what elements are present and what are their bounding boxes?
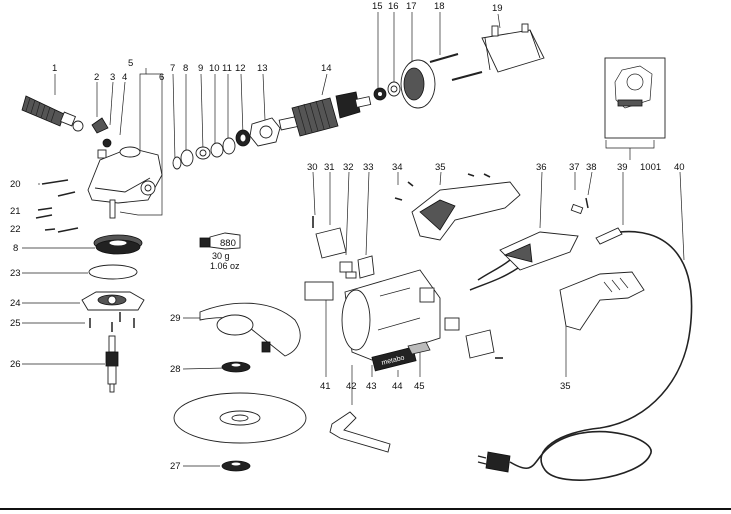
label-13: 13	[257, 63, 268, 74]
label-3: 3	[110, 72, 115, 83]
footer-rule	[0, 508, 731, 510]
label-4: 4	[122, 72, 127, 83]
stator-part-19	[481, 23, 545, 73]
label-41: 41	[320, 381, 331, 392]
switch-assembly-part-36	[469, 231, 579, 291]
label-39: 39	[617, 162, 628, 173]
switch-parts-30-33	[312, 216, 375, 279]
label-14: 14	[321, 63, 332, 74]
label-10: 10	[209, 63, 220, 74]
label-21: 21	[10, 206, 21, 217]
label-38: 38	[586, 162, 597, 173]
label-9: 9	[198, 63, 203, 74]
bevel-gear-part-8	[93, 234, 143, 255]
label-1001: 1001	[640, 162, 661, 173]
label-30: 30	[307, 162, 318, 173]
detail-box-1001	[604, 57, 666, 139]
brand-label-part-44: metabo	[371, 346, 417, 372]
power-cable-part-40	[477, 230, 693, 481]
wheel-guard-part-29	[199, 302, 301, 357]
label-5: 5	[128, 58, 133, 69]
pins-part-18	[429, 53, 483, 81]
label-7: 7	[170, 63, 175, 74]
label-22: 22	[10, 224, 21, 235]
callout-labels: 1 2 3 4 5 6 7 8 9 10 11 12 13 14 15 16 1…	[10, 1, 685, 472]
label-16: 16	[388, 1, 399, 12]
label-12: 12	[235, 63, 246, 74]
label-45: 45	[414, 381, 425, 392]
label-35-top: 35	[435, 162, 446, 173]
label-44: 44	[392, 381, 403, 392]
label-26: 26	[10, 359, 21, 370]
gear-housing-part-5	[87, 146, 163, 219]
leader-lines	[22, 12, 685, 467]
label-8-left: 8	[13, 243, 18, 254]
side-handle-part-1	[21, 95, 84, 132]
grinding-disc	[173, 392, 307, 444]
handle-shell-part-35a	[411, 181, 521, 241]
label-43: 43	[366, 381, 377, 392]
label-40: 40	[674, 162, 685, 173]
label-15: 15	[372, 1, 383, 12]
label-2: 2	[94, 72, 99, 83]
brush-parts	[444, 317, 503, 359]
label-29: 29	[170, 313, 181, 324]
label-37: 37	[569, 162, 580, 173]
bearing-stack-parts-7-13	[172, 117, 281, 170]
o-ring-part-23	[88, 264, 138, 280]
label-20: 20	[10, 179, 21, 190]
screws-parts-20-21-22	[35, 179, 79, 233]
spindle-part-26	[105, 335, 119, 393]
label-33: 33	[363, 162, 374, 173]
cable-sleeve-part-39	[595, 227, 623, 245]
bearing-parts-15-16-17	[373, 59, 436, 109]
pin-spanner-part-42	[329, 411, 391, 453]
label-42: 42	[346, 381, 357, 392]
grease-code: 880	[220, 238, 236, 249]
label-24: 24	[10, 298, 21, 309]
armature-part-14	[278, 91, 372, 137]
label-18: 18	[434, 1, 445, 12]
grease-weight-oz: 1.06 oz	[210, 261, 240, 271]
label-36: 36	[536, 162, 547, 173]
motor-housing-part-43	[341, 269, 441, 361]
label-25: 25	[10, 318, 21, 329]
label-27: 27	[170, 461, 181, 472]
label-11: 11	[222, 63, 232, 74]
label-23: 23	[10, 268, 21, 279]
label-17: 17	[406, 1, 417, 12]
grease-weight-g: 30 g	[212, 251, 230, 261]
label-32: 32	[343, 162, 354, 173]
label-19: 19	[492, 3, 503, 14]
clamping-nut-part-27	[221, 460, 251, 472]
label-28: 28	[170, 364, 181, 375]
label-31: 31	[324, 162, 335, 173]
grease-tube-880: 880 30 g 1.06 oz	[199, 232, 241, 271]
label-1: 1	[52, 63, 57, 74]
flange-part-28	[221, 361, 251, 373]
screws-part-34	[394, 173, 491, 201]
handle-shell-part-35b	[559, 271, 645, 331]
label-card-part-41	[304, 281, 334, 301]
label-35-bottom: 35	[560, 381, 571, 392]
plate-part-45	[407, 341, 431, 355]
label-8-top: 8	[183, 63, 188, 74]
label-6: 6	[159, 72, 164, 83]
clamp-parts-37-38	[570, 197, 589, 215]
spindle-lock-parts-2-3-4	[91, 117, 112, 159]
bearing-flange-part-24	[81, 291, 145, 311]
label-34: 34	[392, 162, 403, 173]
flange-screws-part-25	[89, 312, 135, 332]
